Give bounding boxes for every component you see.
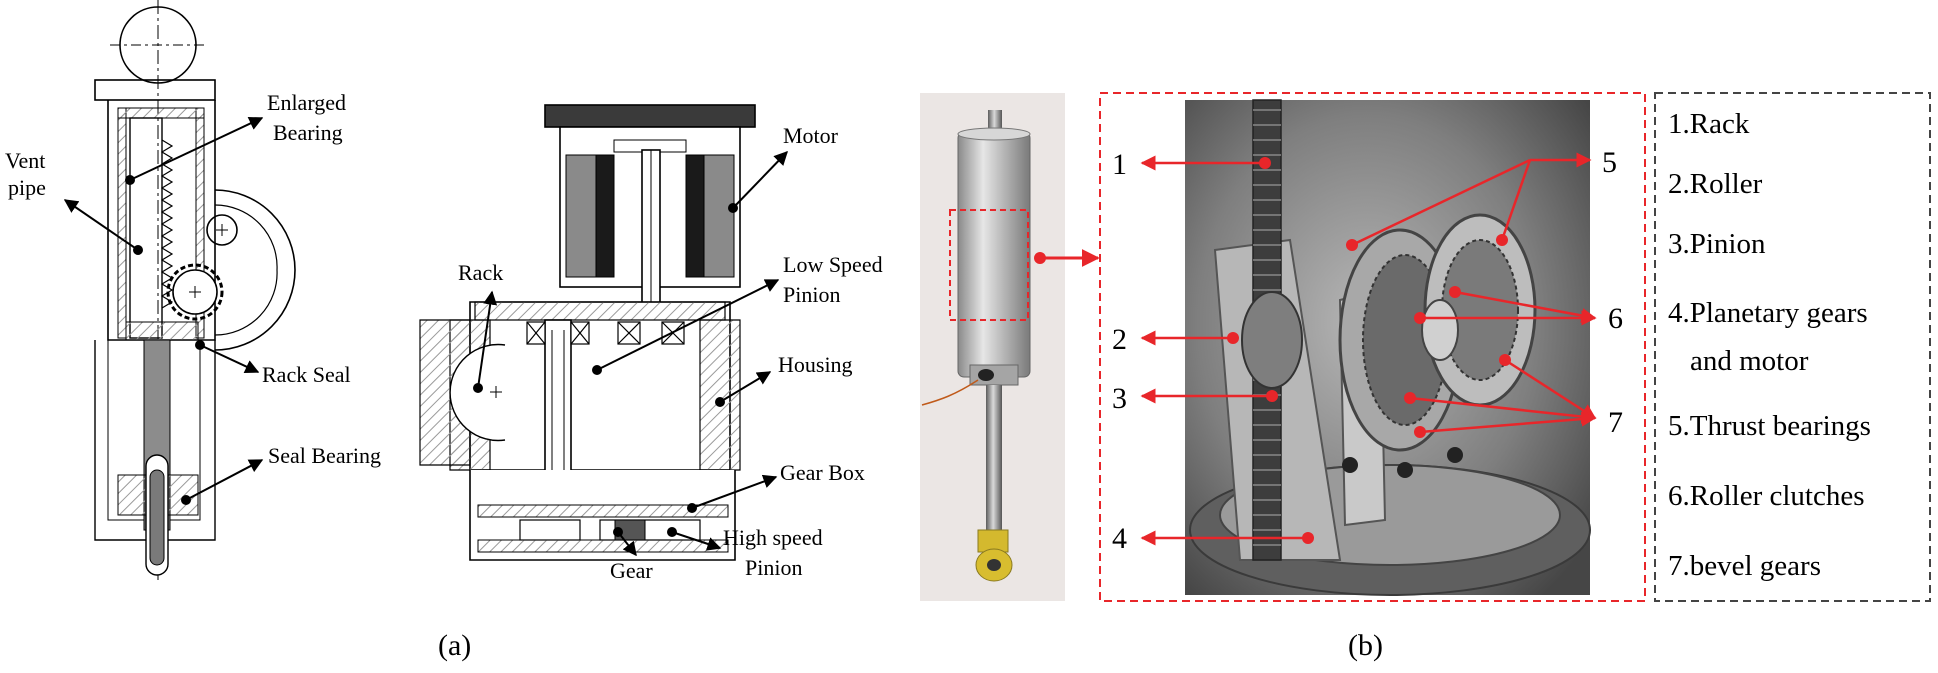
legend-item-pinion: 3.Pinion [1668,228,1766,260]
legend-item-thrust-bearings: 5.Thrust bearings [1668,410,1871,442]
damper-rod [986,385,1002,535]
label-low-speed-pinion: Pinion [783,282,840,307]
callout-number-2: 2 [1112,323,1127,356]
arrow-rack [477,290,498,389]
callout-number-4: 4 [1112,522,1127,555]
rack-housing-block [419,319,471,466]
arrow-rack-seal [199,344,260,374]
label-seal-bearing: Seal Bearing [268,443,381,468]
legend-item-planetary-gears: 4.Planetary gears [1668,297,1868,329]
caption-a: (a) [438,629,471,662]
rack-teeth [160,139,174,309]
legend-item-rack: 1.Rack [1668,108,1750,140]
arrow-gear-box [691,474,778,509]
callout-numbers: 1 2 3 4 5 6 7 [1112,146,1623,555]
callout-number-6: 6 [1608,302,1623,335]
photo-selection-box [949,209,1029,321]
zoom-detail-box [1099,92,1646,602]
arrow-enlarged-bearing [129,117,264,181]
callout-number-5: 5 [1602,146,1617,179]
legend-item-bevel-gears: 7.bevel gears [1668,550,1821,582]
label-low-speed: Low Speed [783,252,883,277]
mechanism-photo [1185,99,1591,596]
legend-box [1654,92,1931,602]
label-motor: Motor [783,123,839,148]
callout-number-1: 1 [1112,148,1127,181]
upper-cap [94,79,216,101]
label-high-speed-pinion: Pinion [745,555,802,580]
legend-item-and-motor: and motor [1690,345,1809,377]
legend-item-roller: 2.Roller [1668,168,1763,200]
legend-item-roller-clutches: 6.Roller clutches [1668,480,1865,512]
label-rack-seal: Rack Seal [262,362,351,387]
label-bearing: Bearing [273,120,343,145]
gear-housing-arc [214,189,296,351]
gearbox-section-drawing [419,104,756,561]
label-pipe: pipe [8,175,46,200]
label-vent: Vent [5,148,45,173]
arrow-vent-pipe [63,199,139,251]
label-rack: Rack [458,260,503,285]
motor-top-cap [544,104,756,128]
arrow-high-speed-pinion [671,531,722,551]
arrow-motor [732,150,788,209]
caption-b: (b) [1348,629,1383,662]
zoom-connector [1034,249,1100,267]
label-gear: Gear [610,558,653,583]
arrow-housing [719,371,772,403]
right-drawing-annotations: Motor Rack Low Speed Pinion Housing Gear… [458,123,883,583]
vent-pipe-tube [129,117,163,339]
damper-cylinder [957,131,1031,378]
left-drawing-annotations: Vent pipe Enlarged Bearing Rack Seal Sea… [5,90,381,505]
damper-photo [920,93,1065,601]
damper-section-drawing [94,0,296,580]
arrow-seal-bearing [185,459,264,501]
label-enlarged: Enlarged [267,90,346,115]
callout-number-7: 7 [1608,406,1623,439]
arrow-low-speed-pinion [596,279,780,371]
legend-entries: 1.Rack 2.Roller 3.Pinion 4.Planetary gea… [1668,108,1871,582]
callout-number-3: 3 [1112,382,1127,415]
housing-outline [469,301,731,471]
red-callouts [1140,152,1597,546]
label-housing: Housing [778,352,853,377]
label-gear-box: Gear Box [780,460,865,485]
label-high-speed: High speed [723,525,823,550]
rack-seal-block [125,321,199,341]
